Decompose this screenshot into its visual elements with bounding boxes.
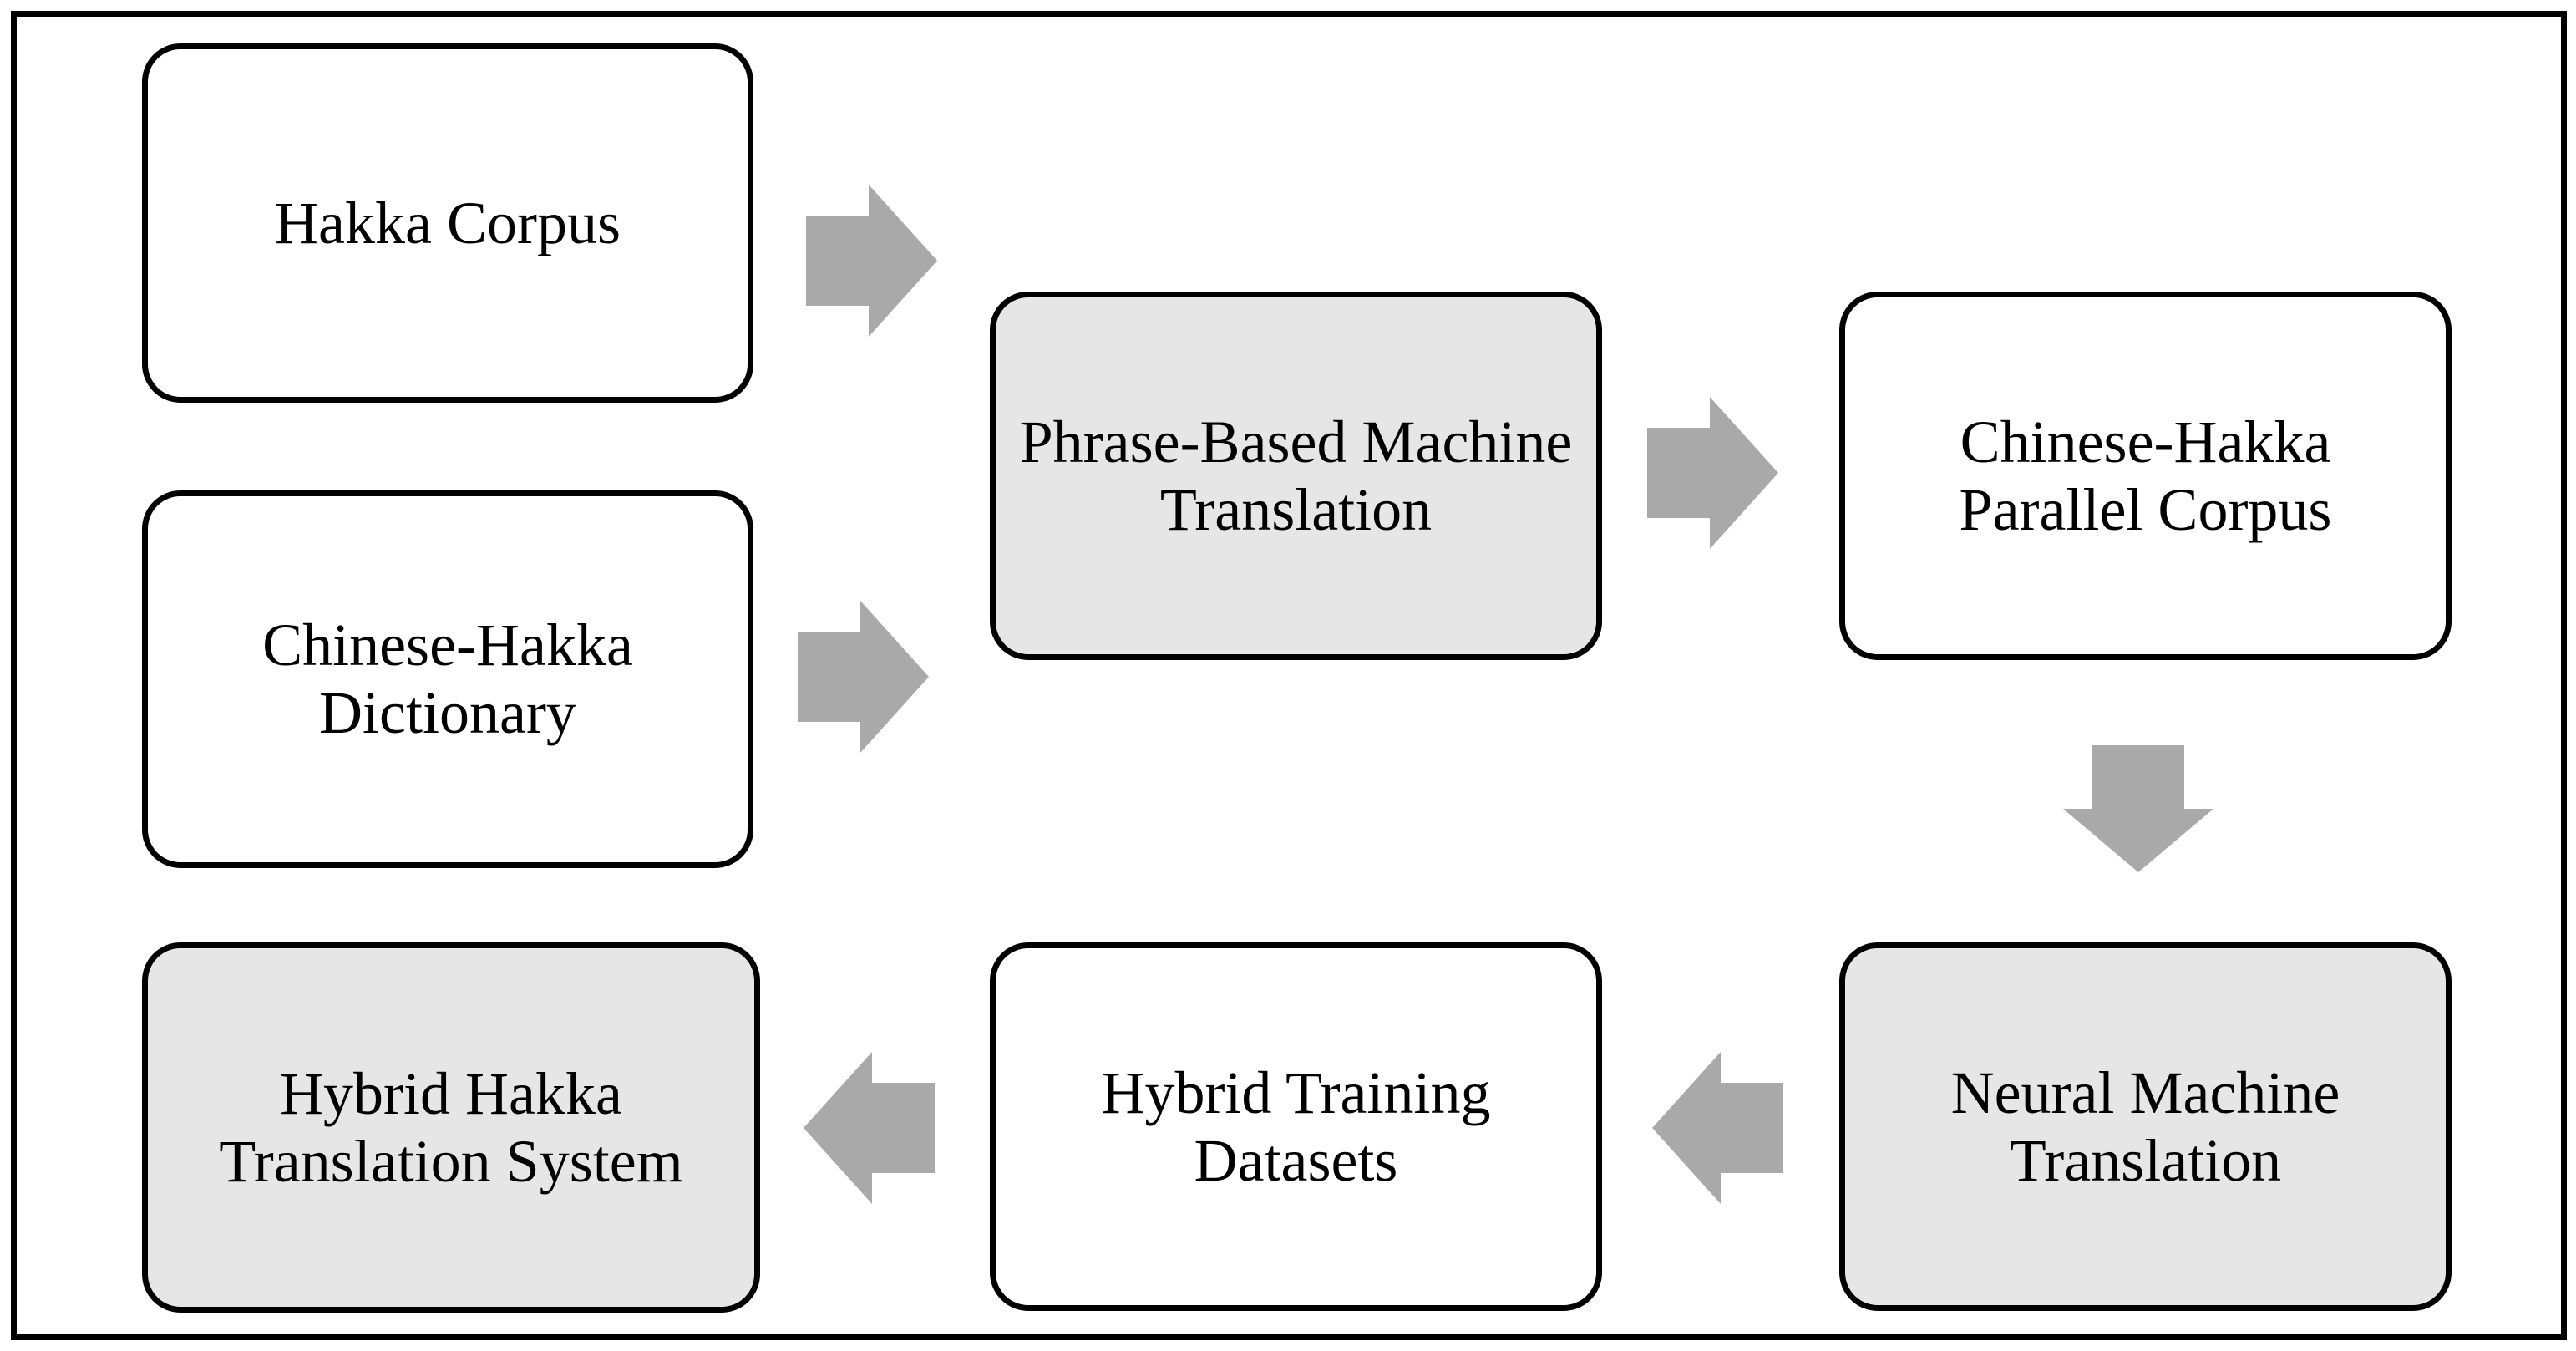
node-chinese-hakka-dictionary: Chinese-Hakka Dictionary [142, 490, 753, 868]
node-phrase-based-machine-translation: Phrase-Based Machine Translation [990, 292, 1602, 660]
figure-border-frame [11, 11, 2567, 1340]
node-label: Chinese-Hakka Dictionary [262, 612, 633, 746]
node-label: Hybrid Hakka Translation System [219, 1059, 683, 1195]
node-hybrid-training-datasets: Hybrid Training Datasets [990, 942, 1602, 1311]
node-label: Neural Machine Translation [1950, 1059, 2340, 1194]
node-label: Phrase-Based Machine Translation [1019, 408, 1573, 543]
node-label: Hakka Corpus [275, 189, 621, 256]
node-label: Hybrid Training Datasets [1101, 1059, 1491, 1194]
node-hybrid-hakka-translation-system: Hybrid Hakka Translation System [142, 942, 760, 1313]
node-neural-machine-translation: Neural Machine Translation [1839, 942, 2452, 1311]
node-label: Chinese-Hakka Parallel Corpus [1959, 408, 2332, 543]
node-chinese-hakka-parallel-corpus: Chinese-Hakka Parallel Corpus [1839, 292, 2452, 660]
node-hakka-corpus: Hakka Corpus [142, 43, 753, 403]
